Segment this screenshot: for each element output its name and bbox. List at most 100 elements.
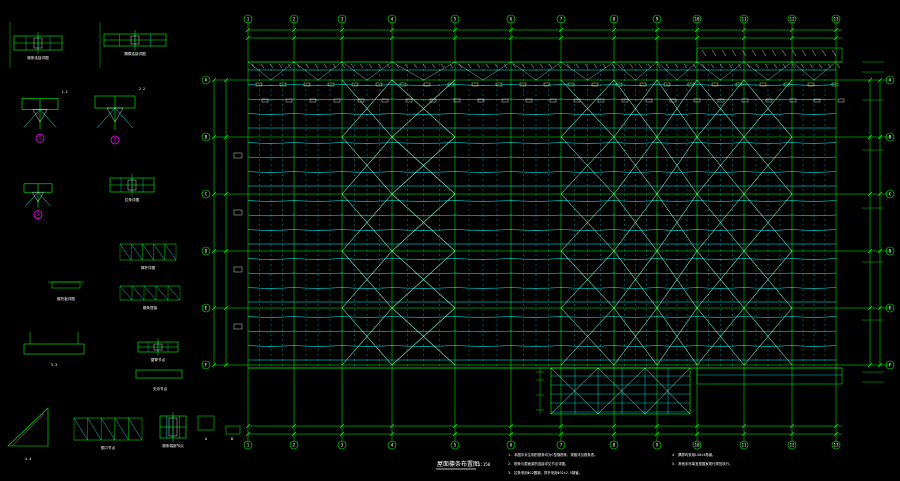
grid-bubble-row [201,75,211,85]
bracing-diagonal [391,136,456,195]
detail-caption: 檩托板详图 [57,296,75,301]
bottom-extension-bay [536,47,843,415]
purlin-line [247,113,837,115]
roof-step-mark [821,49,827,57]
row-tag [233,152,243,159]
eave-mark [629,63,634,69]
grid-bubble-label: 6 [510,443,513,448]
bracing-diagonal [696,136,745,195]
detail-bubble-label: 2 [114,138,117,143]
eave-mark [260,63,265,69]
grid-bubble-label: 3 [341,443,344,448]
detail-drawing: 3 [23,183,53,220]
purlin-tag [327,82,335,87]
roof-step-mark [711,49,717,57]
detail-caption: 檩条搭接 [143,305,158,310]
detail-web [143,285,157,301]
purlin-line [247,287,837,289]
grid-bubble-column [337,440,347,450]
grid-bubble-label: 4 [391,443,394,448]
detail-plate [33,37,43,49]
detail-web [155,285,169,301]
eave-mark [323,63,328,69]
detail-triangle [7,407,49,447]
eave-mark [575,63,580,69]
purlin-tag [813,98,821,103]
bracing-diagonal [391,307,456,366]
eave-mark [314,63,319,69]
eave-mark [359,63,364,69]
roof-step-mark [761,49,767,57]
eave-mark [557,63,562,69]
eave-brace [560,61,588,81]
purlin-tag [789,98,797,103]
eave-mark [512,63,517,69]
grid-bubble-label: 7 [560,443,563,448]
purlin-tag [765,98,773,103]
grid-bubble-label: 8 [613,443,616,448]
eave-mark [674,63,679,69]
bracing-diagonal [391,250,456,309]
eave-brace [535,61,562,81]
eave-brace [635,61,658,81]
detail-web [119,243,132,261]
grid-bubble-column [831,440,841,450]
eave-mark [494,63,499,69]
grid-bubble-label: 11 [741,17,747,22]
grid-bubble-label: A [205,78,208,83]
grid-bubble-label: 10 [694,17,700,22]
bracing-diagonal [656,79,698,138]
grid-bubble-label: 9 [656,17,659,22]
purlin-tag [543,82,551,87]
bracing-diagonal [613,193,658,252]
detail-drawing: 11-1 [21,90,68,143]
grid-bubble-row [885,75,895,85]
bracing-diagonal [341,250,393,309]
roof-step-mark [831,49,837,57]
detail-brace [23,109,41,128]
bracing-diagonal [743,250,793,309]
purlin-tag [351,82,359,87]
detail-brace [25,192,39,207]
bracing-diagonal [656,307,698,366]
eave-mark [638,63,643,69]
eave-mark [539,63,544,69]
purlin-line [247,229,837,231]
purlin-tag [381,98,389,103]
eave-mark [737,63,742,69]
eave-mark [656,63,661,69]
grid-bubble-row [885,360,895,370]
bracing-diagonal [743,79,793,138]
detail-caption: 1-1 [62,90,68,94]
purlin-tag [375,82,383,87]
bracing-diagonal [696,307,745,366]
detail-web [73,417,88,441]
grid-bubble-label: 2 [293,443,296,448]
detail-gusset [32,191,44,203]
detail-caption: 檩条端部节点 [162,443,184,448]
detail-caption: 3-3 [51,363,58,367]
purlin-tag [429,98,437,103]
eave-mark [701,63,706,69]
detail-drawings-panel: 檩条连接详图隅撑连接详图11-122-23拉条详图撑杆详图檩托板详图檩条搭接3-… [7,22,241,461]
grid-bubble-column [739,440,749,450]
bracing-diagonal [656,136,698,195]
detail-plate [127,179,137,191]
eave-mark [809,63,814,69]
grid-bubble-column [787,14,797,24]
purlin-line [247,156,837,159]
purlin-tag [453,98,461,103]
eave-mark [278,63,283,69]
bracing-diagonal [613,250,658,309]
eave-mark [404,63,409,69]
bracing-diagonal [341,307,393,366]
eave-brace [743,61,769,81]
detail-web [101,417,115,441]
purlin-tag [333,98,341,103]
purlin-tag [399,82,407,87]
bracing-diagonal [743,193,793,252]
eave-mark [413,63,418,69]
detail-drawing: 屋脊节点 [137,338,179,362]
